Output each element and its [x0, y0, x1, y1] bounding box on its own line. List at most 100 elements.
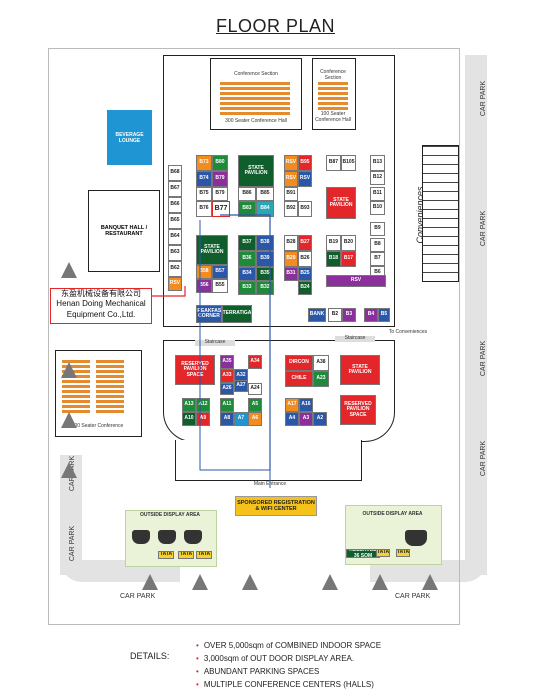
booth-a5[interactable]: A5	[248, 398, 262, 412]
booth-b74[interactable]: B74	[196, 171, 212, 187]
booth-b76[interactable]: B76	[196, 201, 212, 217]
state-pavilion-4[interactable]: STATE PAVILION	[340, 355, 380, 385]
booth-b67[interactable]: B67	[168, 181, 182, 197]
booth-b5[interactable]: B5	[378, 308, 390, 322]
booth-a13[interactable]: A13	[182, 398, 196, 412]
booth-b9[interactable]: B9	[370, 222, 385, 236]
booth-rsv-left[interactable]: RSV	[168, 277, 182, 291]
booth-rsv-mid-3[interactable]: RSV	[298, 171, 312, 187]
booth-b105[interactable]: B105	[341, 155, 356, 171]
reserved-pavilion-right[interactable]: RESERVED PAVILION SPACE	[340, 395, 376, 425]
booth-a10[interactable]: A10	[182, 412, 196, 426]
detail-4: •MULTIPLE CONFERENCE CENTERS (HALLS)	[196, 680, 374, 689]
booth-a3[interactable]: A3	[299, 412, 313, 426]
booth-b83[interactable]: B83	[238, 201, 256, 217]
booth-a35[interactable]: A35	[220, 355, 234, 369]
booth-b62[interactable]: B62	[168, 261, 182, 277]
booth-b33[interactable]: B33	[238, 281, 256, 295]
state-pavilion-1[interactable]: STATE PAVILION	[238, 155, 274, 187]
booth-b65[interactable]: B65	[168, 213, 182, 229]
booth-b26[interactable]: B26	[298, 251, 312, 267]
booth-b68[interactable]: B68	[168, 165, 182, 181]
tata-4: TATA	[376, 549, 390, 557]
company-name-en-2: Equipment Co.,Ltd.	[66, 309, 136, 319]
booth-a6[interactable]: A6	[248, 412, 262, 426]
booth-b13[interactable]: B13	[370, 155, 385, 171]
booth-b37[interactable]: B37	[238, 235, 256, 251]
booth-b11[interactable]: B11	[370, 187, 385, 201]
booth-a16[interactable]: A16	[299, 398, 313, 412]
booth-b86[interactable]: B86	[238, 187, 256, 201]
booth-b18[interactable]: B18	[326, 251, 341, 267]
booth-b75[interactable]: B75	[196, 187, 212, 201]
booth-a26[interactable]: A26	[220, 383, 234, 395]
booth-rsv-right-row[interactable]: RSV	[326, 275, 386, 287]
booth-b79[interactable]: B79	[212, 171, 228, 187]
dircon[interactable]: DIRCON	[285, 355, 313, 371]
booth-a2[interactable]: A2	[313, 412, 327, 426]
booth-a38[interactable]: A38	[313, 355, 329, 371]
booth-b66[interactable]: B66	[168, 197, 182, 213]
car-park-label-bottom-left: CAR PARK	[120, 593, 156, 600]
booth-a17[interactable]: A17	[285, 398, 299, 412]
breakfast-corner[interactable]: BREAKFAST CORNER	[196, 305, 222, 323]
reserved-36: RESERVED 36 SQM	[346, 549, 380, 558]
terratiga[interactable]: TERRATIGA	[222, 305, 252, 323]
booth-b77[interactable]: B77	[212, 201, 230, 217]
booth-a23[interactable]: A23	[313, 371, 329, 387]
booth-b3[interactable]: B3	[342, 308, 356, 322]
booth-a27[interactable]: A27	[234, 380, 248, 392]
booth-b24[interactable]: B24	[298, 281, 312, 295]
booth-a4[interactable]: A4	[285, 412, 299, 426]
booth-b12[interactable]: B12	[370, 171, 385, 185]
booth-b28[interactable]: B28	[284, 235, 298, 251]
company-name-en-1: Henan Doing Mechanical	[56, 299, 146, 309]
booth-b8[interactable]: B8	[370, 238, 385, 252]
booth-b73[interactable]: B73	[196, 155, 212, 171]
booth-b2[interactable]: B2	[328, 308, 342, 322]
booth-b55[interactable]: B55	[212, 279, 228, 293]
booth-b7[interactable]: B7	[370, 252, 385, 266]
booth-b95[interactable]: B95	[298, 155, 312, 171]
booth-b31[interactable]: B31	[284, 267, 298, 281]
state-pavilion-3[interactable]: STATE PAVILION	[196, 235, 228, 265]
booth-b34[interactable]: B34	[238, 267, 256, 281]
booth-b84[interactable]: B84	[256, 201, 274, 217]
booth-b79b[interactable]: B79	[212, 187, 228, 201]
booth-b25[interactable]: B25	[298, 267, 312, 281]
booth-a7[interactable]: A7	[234, 412, 248, 426]
booth-b85[interactable]: B85	[256, 187, 274, 201]
booth-b87[interactable]: B87	[326, 155, 341, 171]
booth-b57[interactable]: B57	[212, 265, 228, 279]
booth-a24[interactable]: A24	[248, 383, 262, 395]
booth-b80[interactable]: B80	[212, 155, 228, 171]
booth-b19[interactable]: B19	[326, 235, 341, 251]
tractor-4	[405, 530, 427, 546]
booth-b4[interactable]: B4	[364, 308, 378, 322]
chile[interactable]: CHILE	[285, 371, 313, 387]
booth-b91[interactable]: B91	[284, 187, 298, 201]
booth-b17[interactable]: B17	[341, 251, 356, 267]
booth-b29[interactable]: B29	[284, 251, 298, 267]
staircase-right: Staircase	[335, 335, 375, 342]
booth-rsv-mid-1[interactable]: RSV	[284, 155, 298, 171]
booth-b64[interactable]: B64	[168, 229, 182, 245]
state-pavilion-2[interactable]: STATE PAVILION	[326, 187, 356, 219]
reserved-pavilion-left[interactable]: RESERVED PAVILION SPACE	[175, 355, 215, 385]
booth-b20[interactable]: B20	[341, 235, 356, 251]
booth-b27[interactable]: B27	[298, 235, 312, 251]
booth-rsv-mid-2[interactable]: RSV	[284, 171, 298, 187]
booth-b92[interactable]: B92	[284, 201, 298, 217]
booth-a33[interactable]: A33	[220, 369, 234, 383]
booth-b36[interactable]: B36	[238, 251, 256, 267]
tata-5: TATA	[396, 549, 410, 557]
booth-b63[interactable]: B63	[168, 245, 182, 261]
details-label: DETAILS:	[130, 651, 170, 661]
booth-b93[interactable]: B93	[298, 201, 312, 217]
booth-b10[interactable]: B10	[370, 201, 385, 215]
bank[interactable]: BANK	[308, 308, 326, 322]
booth-a34[interactable]: A34	[248, 355, 262, 369]
booth-a8[interactable]: A8	[220, 412, 234, 426]
booth-a11[interactable]: A11	[220, 398, 234, 412]
detail-2: •3,000sqm of OUT DOOR DISPLAY AREA.	[196, 654, 355, 663]
